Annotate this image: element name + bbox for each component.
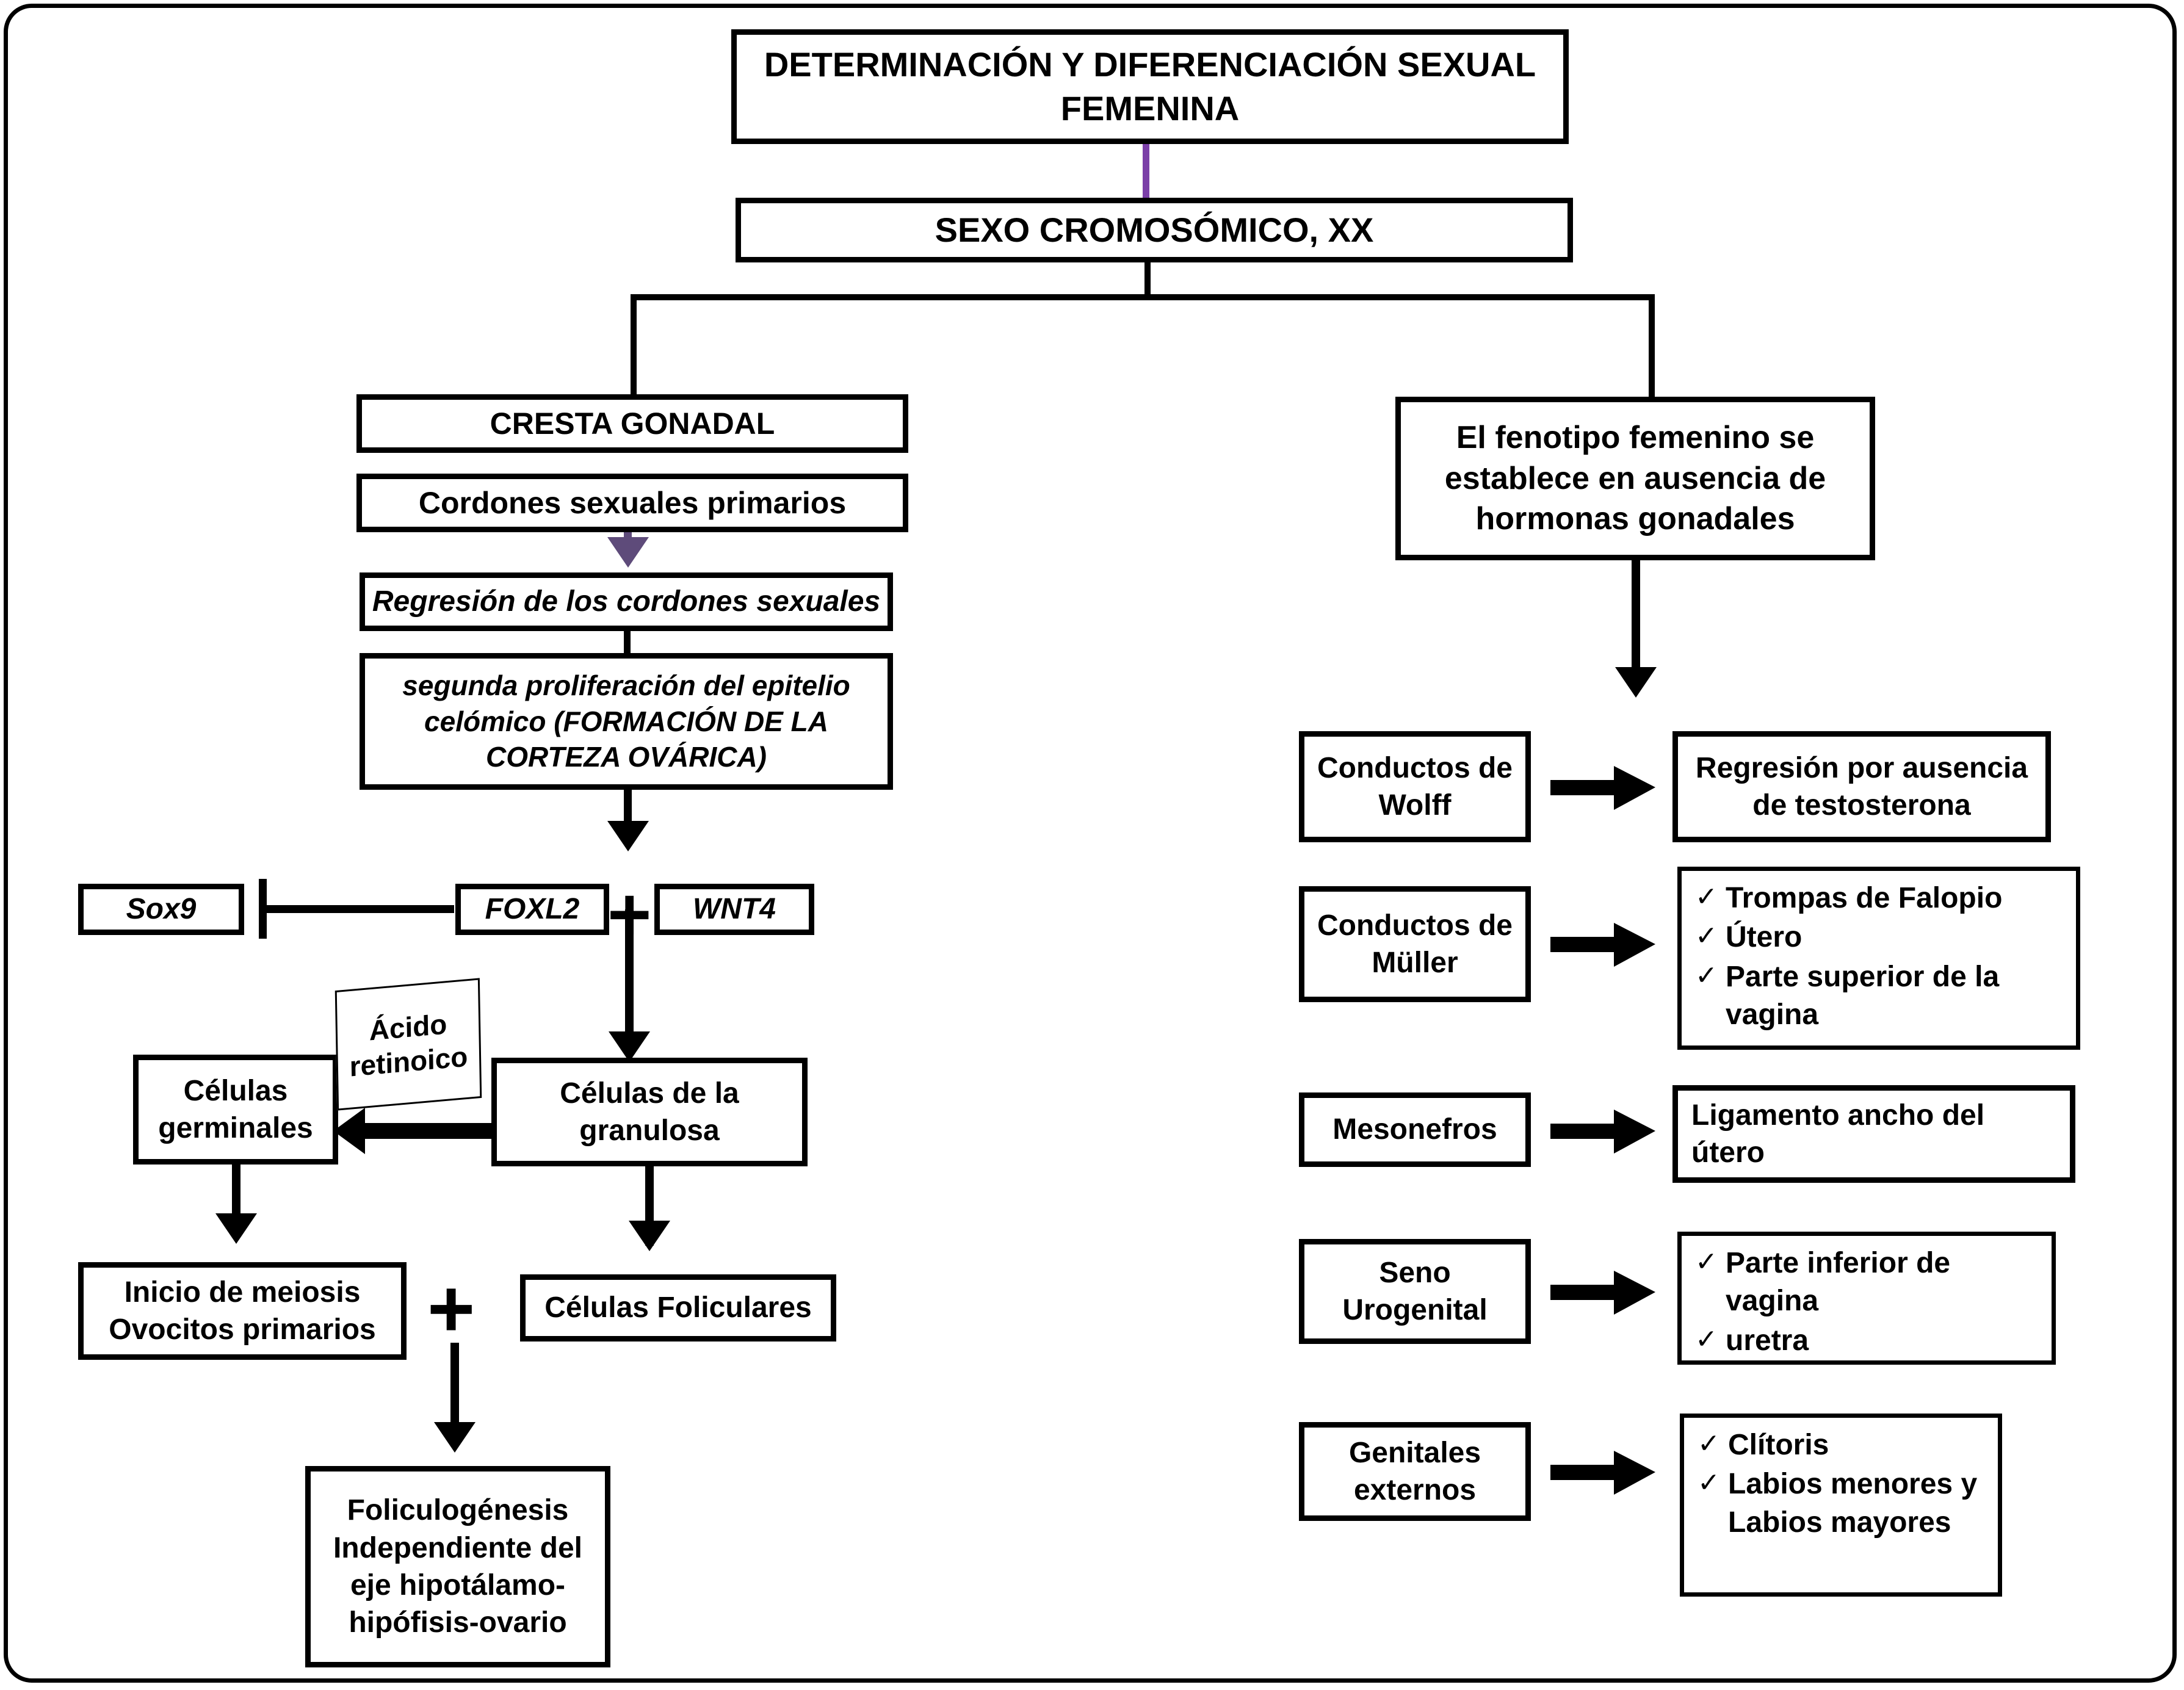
plus-sign-folliculogenesis: + [427, 1263, 475, 1354]
germ-cells-box: Células germinales [133, 1055, 338, 1165]
source-box-urogenital-sinus: Seno Urogenital [1299, 1239, 1531, 1344]
plus-sign-genes: + [607, 873, 652, 957]
list-item: ✓ Parte superior de la vagina [1695, 958, 2067, 1035]
check-icon: ✓ [1695, 882, 1718, 912]
result-list-urogenital-sinus: ✓ Parte inferior de vagina ✓ uretra [1695, 1244, 2043, 1360]
branch-stem [1144, 262, 1151, 298]
foxl2-box: FOXL2 [455, 884, 609, 935]
title-box: DETERMINACIÓN Y DIFERENCIACIÓN SEXUAL FE… [731, 29, 1569, 144]
list-item-label: Trompas de Falopio [1726, 882, 2003, 914]
arrow-wolff [1550, 760, 1657, 815]
arrow-external-genitalia [1550, 1445, 1657, 1500]
cords-to-regression-arrowhead [607, 537, 649, 568]
plus-to-folliculogenesis-arrowhead [434, 1422, 475, 1453]
result-box-urogenital-sinus: ✓ Parte inferior de vagina ✓ uretra [1677, 1232, 2056, 1365]
title-to-chromosomal-connector [1143, 144, 1149, 198]
meiosis-box: Inicio de meiosis Ovocitos primarios [78, 1262, 407, 1360]
inhibition-tbar-cap [259, 879, 267, 939]
source-box-external-genitalia: Genitales externos [1299, 1422, 1531, 1521]
gonadal-ridge-box: CRESTA GONADAL [356, 394, 908, 453]
genes-to-granulosa-arrowhead [609, 1031, 650, 1062]
check-icon: ✓ [1698, 1429, 1720, 1459]
granulosa-to-germ-line [365, 1123, 498, 1139]
wnt4-box: WNT4 [654, 884, 814, 935]
cord-regression-box: Regresión de los cordones sexuales [360, 572, 893, 631]
list-item-label: uretra [1726, 1324, 1809, 1357]
result-box-wolff: Regresión por ausencia de testosterona [1672, 731, 2051, 842]
second-proliferation-box: segunda proliferación del epitelio celóm… [360, 653, 893, 790]
source-box-mesonephros: Mesonefros [1299, 1092, 1531, 1167]
list-item: ✓ uretra [1695, 1322, 2043, 1360]
list-item-label: Parte inferior de vagina [1726, 1247, 1951, 1318]
arrow-urogenital-sinus [1550, 1265, 1657, 1320]
sox9-box: Sox9 [78, 884, 244, 935]
phenotype-to-rows-line [1632, 560, 1640, 690]
result-box-external-genitalia: ✓ Clítoris ✓ Labios menores y Labios mayor… [1680, 1414, 2002, 1597]
branch-drop-left [631, 294, 637, 397]
germ-to-meiosis-arrowhead [215, 1213, 257, 1244]
source-box-muller: Conductos de Müller [1299, 886, 1531, 1002]
check-icon: ✓ [1695, 1247, 1718, 1277]
genes-to-granulosa-line [625, 909, 634, 1050]
female-phenotype-box: El fenotipo femenino se establece en aus… [1395, 397, 1875, 560]
plus-to-folliculogenesis-line [450, 1343, 459, 1446]
check-icon: ✓ [1695, 921, 1718, 952]
list-item: ✓ Útero [1695, 919, 2067, 956]
result-box-muller: ✓ Trompas de Falopio ✓ Útero ✓ Parte superi… [1677, 867, 2080, 1050]
regression-to-proliferation-line [624, 631, 631, 658]
branch-drop-right [1649, 294, 1655, 397]
list-item-label: Útero [1726, 921, 1803, 954]
branch-crossbar [631, 294, 1655, 300]
chromosomal-sex-box: SEXO CROMOSÓMICO, XX [736, 198, 1573, 262]
list-item-label: Labios menores y Labios mayores [1728, 1468, 1978, 1539]
proliferation-to-genes-arrowhead [607, 821, 649, 851]
source-box-wolff: Conductos de Wolff [1299, 731, 1531, 842]
list-item: ✓ Clítoris [1698, 1426, 1989, 1464]
arrow-mesonephros [1550, 1103, 1657, 1158]
follicular-cells-box: Células Foliculares [520, 1274, 836, 1342]
list-item: ✓ Trompas de Falopio [1695, 879, 2067, 917]
result-list-external-genitalia: ✓ Clítoris ✓ Labios menores y Labios mayor… [1698, 1426, 1989, 1542]
list-item: ✓ Labios menores y Labios mayores [1698, 1465, 1989, 1542]
inhibition-line [259, 905, 454, 913]
granulosa-to-germ-arrowhead [333, 1108, 365, 1154]
folliculogenesis-box: Foliculogénesis Independiente del eje hi… [305, 1466, 610, 1667]
check-icon: ✓ [1695, 960, 1718, 991]
result-list-muller: ✓ Trompas de Falopio ✓ Útero ✓ Parte superi… [1695, 879, 2067, 1035]
list-item-label: Parte superior de la vagina [1726, 960, 2000, 1031]
granulosa-to-follicular-arrowhead [629, 1221, 670, 1251]
result-box-mesonephros: Ligamento ancho del útero [1672, 1085, 2075, 1183]
retinoic-acid-label: Ácido retinoico [334, 978, 482, 1111]
arrow-muller [1550, 917, 1657, 972]
phenotype-to-rows-arrowhead [1615, 667, 1657, 698]
list-item-label: Clítoris [1728, 1429, 1829, 1461]
granulosa-cells-box: Células de la granulosa [491, 1058, 808, 1166]
list-item: ✓ Parte inferior de vagina [1695, 1244, 2043, 1321]
check-icon: ✓ [1698, 1468, 1720, 1498]
primary-sex-cords-box: Cordones sexuales primarios [356, 474, 908, 532]
check-icon: ✓ [1695, 1324, 1718, 1354]
